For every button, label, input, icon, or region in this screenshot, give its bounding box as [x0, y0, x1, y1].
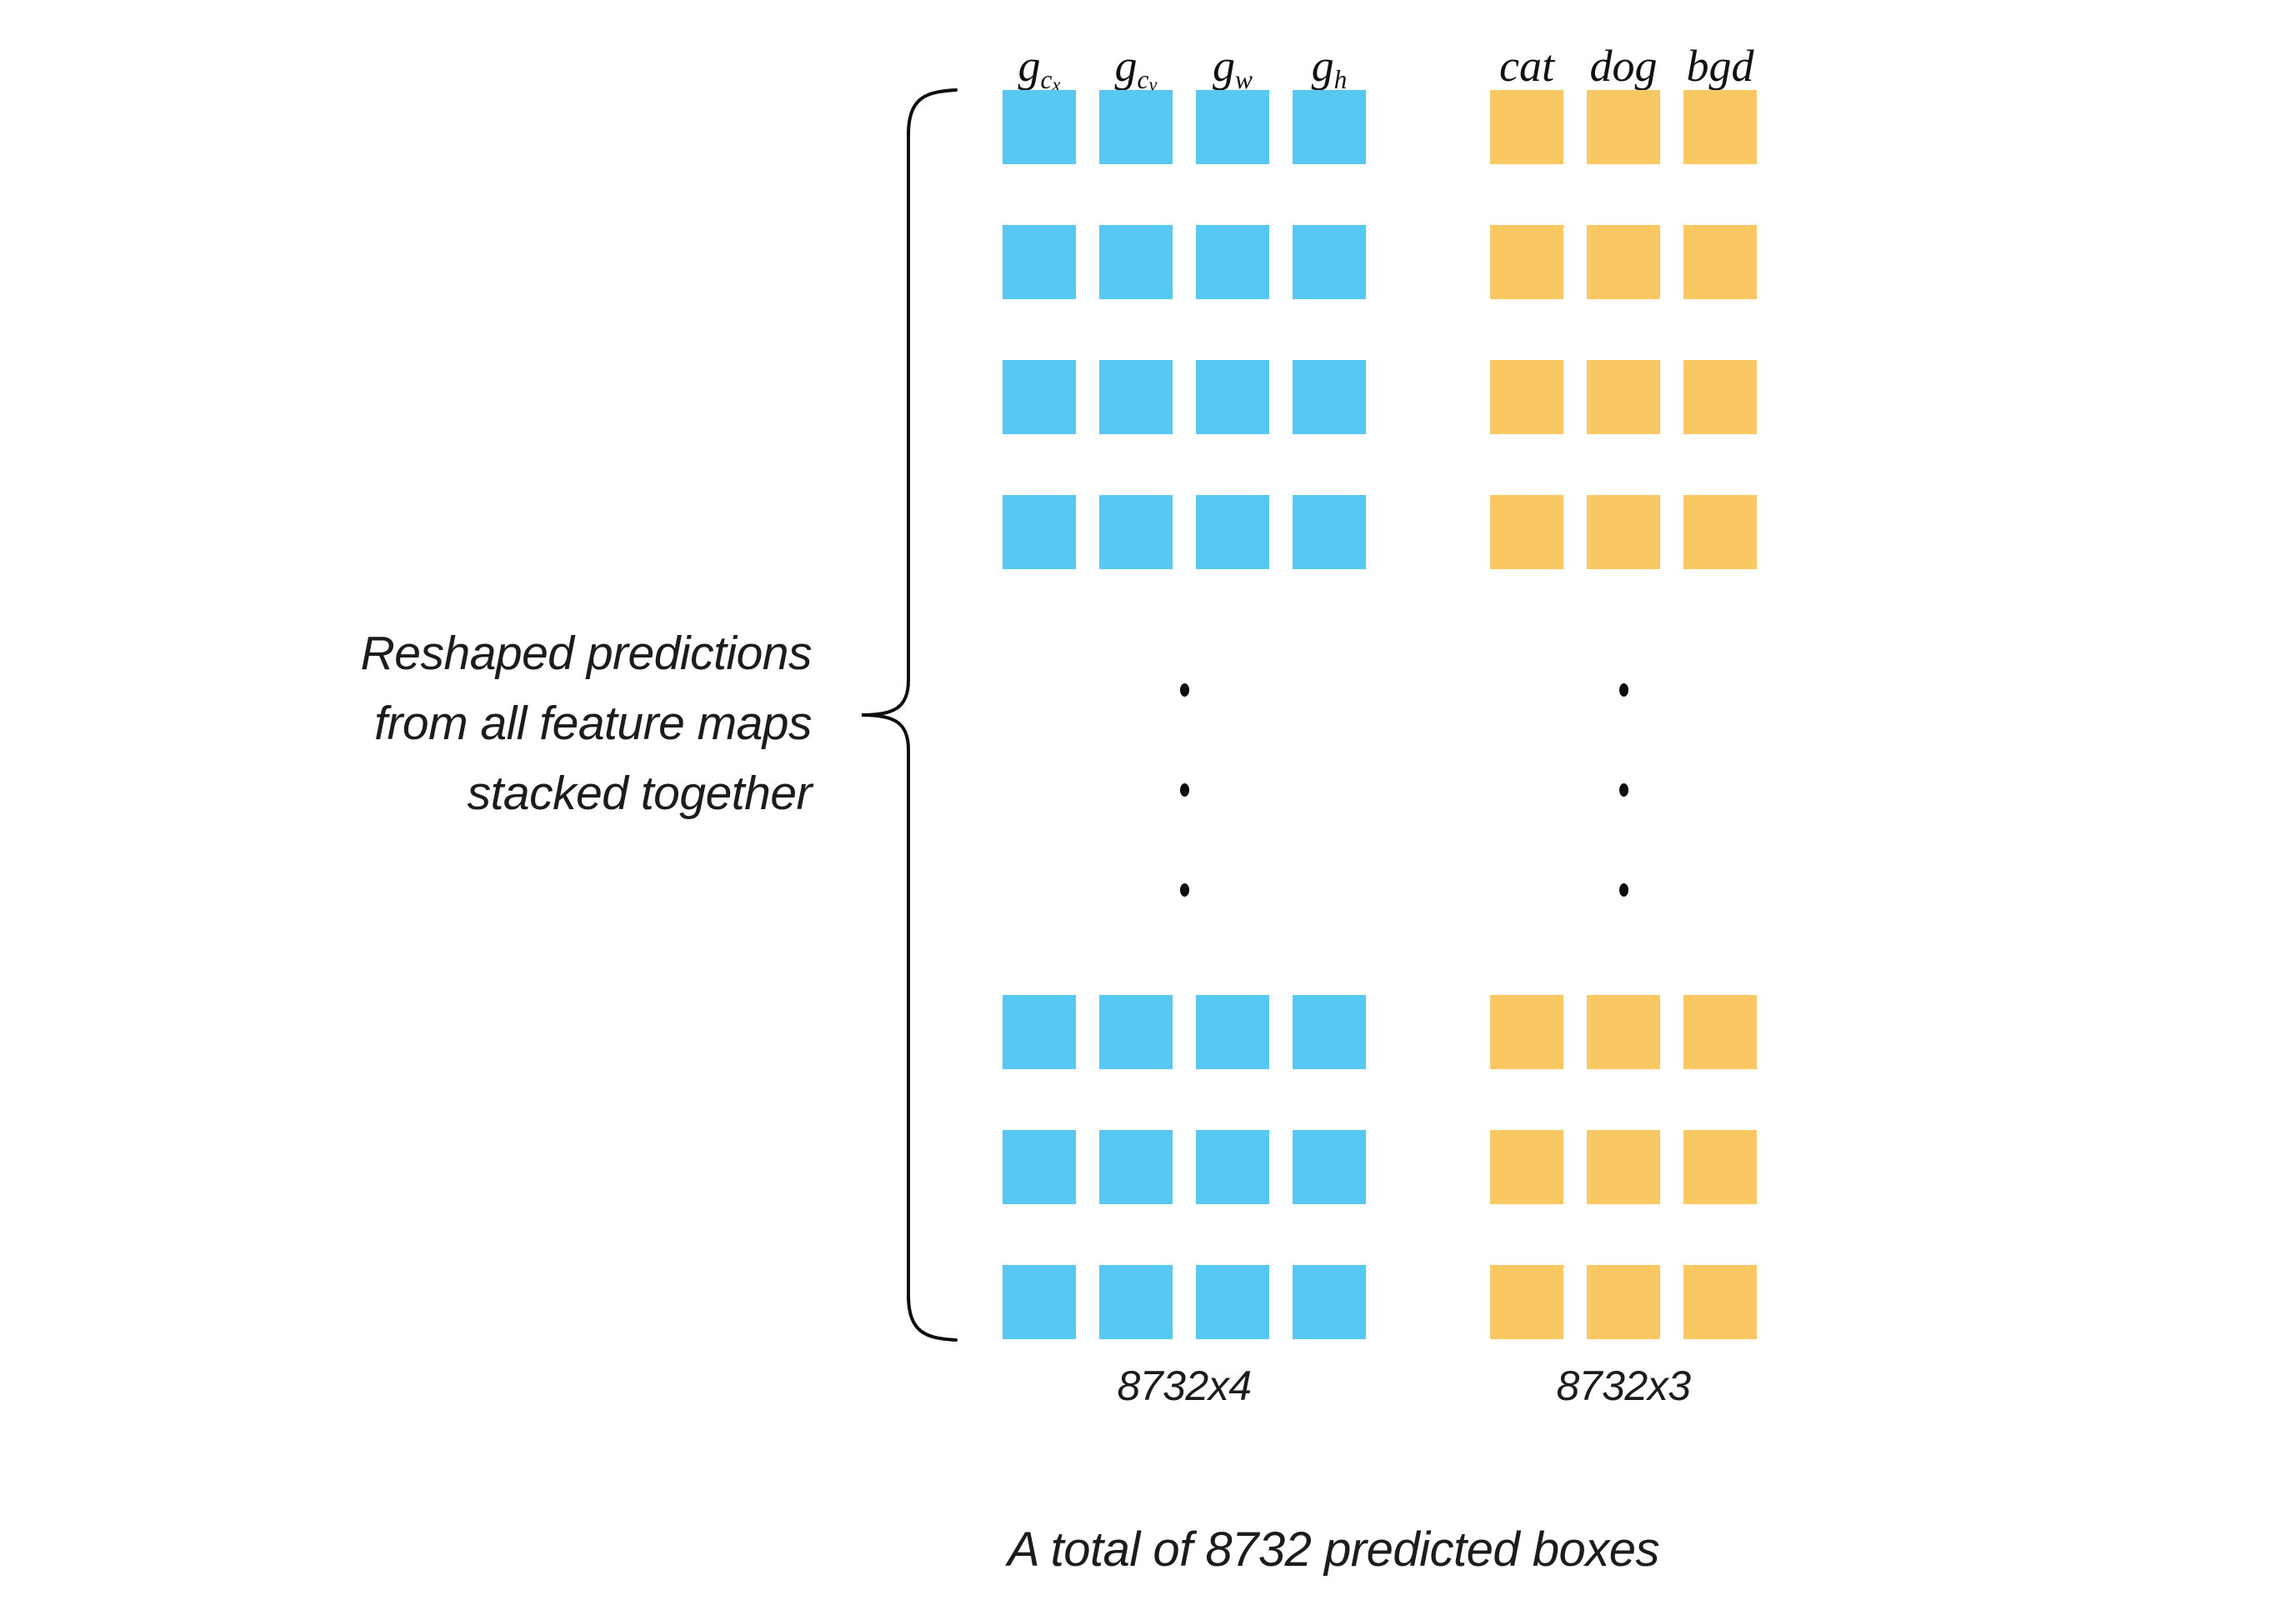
- matrix-cell: [1196, 225, 1269, 299]
- blue-matrix-bottom-rows: [1003, 995, 1366, 1339]
- matrix-cell: [1099, 495, 1173, 569]
- column-label-g-cy: gcy: [1114, 41, 1158, 96]
- matrix-cell: [1683, 1265, 1757, 1339]
- blue-size-label: 8732x4: [1117, 1362, 1252, 1409]
- orange-vertical-ellipsis: [1490, 683, 1757, 897]
- matrix-cell: [1099, 225, 1173, 299]
- column-label-bgd: bgd: [1686, 41, 1754, 91]
- matrix-cell: [1683, 360, 1757, 434]
- column-label-cat: cat: [1499, 41, 1554, 91]
- matrix-cell: [1490, 1265, 1563, 1339]
- brace-annotation: Reshaped predictions from all feature ma…: [360, 618, 813, 828]
- blue-vertical-ellipsis: [1003, 683, 1366, 897]
- total-boxes-caption: A total of 8732 predicted boxes: [1008, 1522, 1660, 1577]
- matrix-cell: [1587, 225, 1660, 299]
- matrix-cell: [1293, 1265, 1366, 1339]
- matrix-cell: [1099, 90, 1173, 164]
- matrix-cell: [1293, 495, 1366, 569]
- matrix-cell: [1587, 1130, 1660, 1204]
- matrix-cell: [1293, 225, 1366, 299]
- ellipsis-dot: [1179, 783, 1189, 797]
- matrix-cell: [1099, 1265, 1173, 1339]
- matrix-cell: [1099, 1130, 1173, 1204]
- annotation-line-1: Reshaped predictions: [360, 627, 813, 680]
- matrix-cell: [1196, 90, 1269, 164]
- ellipsis-dot: [1618, 783, 1628, 797]
- matrix-cell: [1490, 1130, 1563, 1204]
- matrix-cell: [1683, 225, 1757, 299]
- matrix-cell: [1196, 495, 1269, 569]
- matrix-cell: [1003, 90, 1076, 164]
- blue-column-labels: gcx gcy gw gh: [1003, 27, 1366, 96]
- matrix-cell: [1003, 1130, 1076, 1204]
- orange-column-labels: cat dog bgd: [1490, 27, 1757, 88]
- matrix-cell: [1683, 495, 1757, 569]
- matrix-cell: [1196, 1265, 1269, 1339]
- orange-matrix-bottom-rows: [1490, 995, 1757, 1339]
- matrix-cell: [1683, 995, 1757, 1069]
- matrix-cell: [1003, 225, 1076, 299]
- matrix-cell: [1099, 995, 1173, 1069]
- matrix-cell: [1003, 1265, 1076, 1339]
- annotation-line-3: stacked together: [467, 767, 813, 820]
- ellipsis-dot: [1618, 683, 1628, 697]
- blue-matrix-top-rows: [1003, 90, 1366, 569]
- matrix-cell: [1196, 360, 1269, 434]
- column-label-g-h: gh: [1311, 41, 1348, 94]
- matrix-cell: [1003, 495, 1076, 569]
- matrix-cell: [1196, 995, 1269, 1069]
- matrix-cell: [1003, 360, 1076, 434]
- matrix-cell: [1490, 995, 1563, 1069]
- matrix-cell: [1587, 495, 1660, 569]
- matrix-cell: [1587, 1265, 1660, 1339]
- matrix-cell: [1099, 360, 1173, 434]
- matrix-cell: [1293, 360, 1366, 434]
- matrix-cell: [1293, 1130, 1366, 1204]
- column-label-g-w: gw: [1213, 41, 1253, 94]
- ellipsis-dot: [1179, 683, 1189, 697]
- ellipsis-dot: [1179, 883, 1189, 897]
- column-label-dog: dog: [1589, 41, 1658, 91]
- matrix-cell: [1293, 995, 1366, 1069]
- matrix-cell: [1490, 495, 1563, 569]
- matrix-cell: [1587, 360, 1660, 434]
- matrix-cell: [1587, 995, 1660, 1069]
- matrix-cell: [1683, 1130, 1757, 1204]
- matrix-cell: [1587, 90, 1660, 164]
- orange-matrix-top-rows: [1490, 90, 1757, 569]
- matrix-cell: [1490, 90, 1563, 164]
- column-label-g-cx: gcx: [1018, 41, 1061, 96]
- matrix-cell: [1003, 995, 1076, 1069]
- orange-size-label: 8732x3: [1556, 1362, 1691, 1409]
- annotation-line-2: from all feature maps: [374, 697, 812, 750]
- matrix-cell: [1196, 1130, 1269, 1204]
- matrix-cell: [1490, 360, 1563, 434]
- curly-brace-icon: [861, 88, 958, 1342]
- ellipsis-dot: [1618, 883, 1628, 897]
- matrix-cell: [1293, 90, 1366, 164]
- matrix-cell: [1683, 90, 1757, 164]
- matrix-cell: [1490, 225, 1563, 299]
